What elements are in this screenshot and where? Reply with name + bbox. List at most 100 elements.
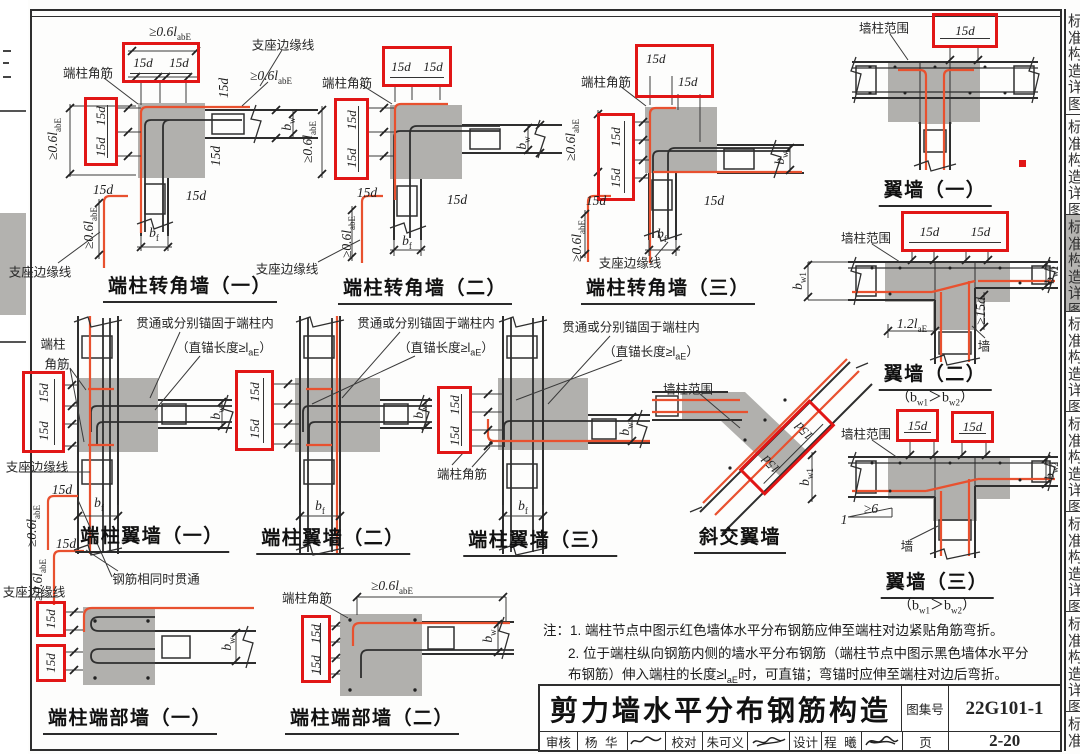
dim-15d: 15d bbox=[55, 536, 77, 551]
dim-15d: 15d bbox=[93, 106, 108, 126]
page-number-value: 2-20 bbox=[948, 731, 1060, 750]
highlight-box-15d: 15d 15d bbox=[901, 211, 1009, 252]
highlight-box-15d: 15d 15d bbox=[122, 42, 200, 83]
label-wall-col-range: 墙柱范围 bbox=[858, 21, 910, 36]
highlight-box-15d: 15d 15d bbox=[22, 371, 65, 453]
side-tab: 标准构造详图 bbox=[1066, 512, 1080, 612]
highlight-box-15d: 15d 15d bbox=[235, 370, 274, 451]
dim-bw: bw bbox=[772, 151, 790, 165]
highlight-box-15d: 15d bbox=[932, 13, 998, 48]
note-line-2: 2. 位于端柱纵向钢筋内侧的墙水平分布钢筋（端柱节点中图示黑色墙体水平分 bbox=[568, 646, 1029, 661]
scan-mark bbox=[3, 62, 9, 64]
dim-bw: bw bbox=[617, 422, 635, 436]
dim-15d: 15d bbox=[308, 623, 323, 644]
dim-15d: 15d bbox=[703, 193, 725, 208]
red-marker-dot bbox=[1019, 160, 1026, 167]
adjacent-page-block bbox=[0, 213, 26, 315]
divider-line bbox=[0, 341, 26, 343]
dim-ge06labe: ≥0.6labE bbox=[45, 117, 63, 161]
dim-15d: 15d bbox=[446, 192, 468, 207]
dim-15d: 15d bbox=[43, 653, 58, 673]
diagram-title-corner2: 端柱转角墙（二） bbox=[337, 273, 513, 305]
highlight-box-15d: 15d 15d bbox=[382, 46, 452, 87]
dim-15d: 15d bbox=[446, 425, 462, 446]
diagram-title-end1: 端柱端部墙（一） bbox=[42, 703, 218, 735]
dim-15d: 15d bbox=[35, 383, 51, 403]
dim-ge06labe: ≥0.6labE bbox=[249, 68, 293, 86]
dim-15d: 15d bbox=[391, 58, 411, 74]
label-corner-rebar: 端柱 bbox=[40, 337, 66, 352]
dim-bf: bf bbox=[315, 498, 325, 516]
dim-ge06labe: ≥0.6labE bbox=[30, 558, 48, 602]
dim-15d: 15d bbox=[608, 167, 623, 188]
designer-name: 程 曦 bbox=[820, 732, 861, 750]
reviewer-signature bbox=[626, 732, 665, 750]
dim-ge06labe: ≥0.6labE bbox=[81, 206, 99, 250]
dim-bf: bf bbox=[657, 226, 667, 244]
label-corner-rebar: 端柱角筋 bbox=[580, 75, 632, 90]
dim-ge06labe: ≥0.6labE bbox=[569, 219, 587, 263]
dim-bw: bw bbox=[514, 136, 532, 150]
note-line-3: 布钢筋）伸入端柱的长度≥laE时，可直锚；弯锚时应伸至端柱对边后弯折。 bbox=[568, 667, 1008, 685]
dim-bw: bw bbox=[411, 405, 429, 419]
side-tab: 标准构造详图 bbox=[1066, 412, 1080, 512]
diagram-title-oblique: 斜交翼墙 bbox=[693, 522, 787, 554]
label-support-edge: 支座边缘线 bbox=[2, 585, 66, 600]
highlight-box-15d: 15d 15d bbox=[597, 113, 635, 201]
label-support-edge: 支座边缘线 bbox=[255, 262, 319, 277]
diagram-title-corner1: 端柱转角墙（一） bbox=[102, 271, 278, 303]
subtitle-bw1-gt-bw2: （bw1＞bw2） bbox=[898, 598, 976, 616]
dim-15d: 15d bbox=[955, 22, 975, 38]
label-wall-col-range: 墙柱范围 bbox=[840, 427, 892, 442]
page-number-label: 页 bbox=[901, 732, 949, 750]
dim-ge06labe: ≥0.6labE bbox=[339, 215, 357, 259]
label-anchor-note: 贯通或分别锚固于端柱内 bbox=[136, 316, 274, 331]
dim-15d: 15d bbox=[246, 382, 262, 402]
side-tab: 标准构造详图 bbox=[1066, 115, 1080, 215]
label-anchor-note: （直锚长度≥laE） bbox=[603, 344, 699, 362]
title-block: 剪力墙水平分布钢筋构造 图集号 22G101-1 审核 杨 华 校对 朱可义 设… bbox=[538, 684, 1062, 752]
highlight-box-15d: 15d 15d bbox=[84, 97, 118, 166]
side-tab-label: 标准构造详图 bbox=[1066, 412, 1080, 511]
scan-mark bbox=[3, 76, 11, 78]
side-tab-label: 标准构造详图 bbox=[1066, 215, 1080, 311]
diagram-title-colwing3: 端柱翼墙（三） bbox=[463, 525, 617, 557]
dim-15d: 15d bbox=[356, 185, 378, 200]
dim-12lae: 1.2laE bbox=[896, 316, 928, 334]
dim-15d: 15d bbox=[92, 182, 114, 197]
diagram-title-wing2: 翼墙（二） bbox=[878, 359, 992, 391]
dim-slope-ge6: ≥6 bbox=[863, 501, 879, 516]
side-tab-column: 标准构造详图 标准构造详图 标准构造详图 标准构造详图 标准构造详图 标准构造详… bbox=[1064, 9, 1080, 751]
review-label: 审核 bbox=[545, 735, 571, 750]
dim-15d: 15d bbox=[646, 51, 666, 66]
label-support-edge: 支座边缘线 bbox=[5, 460, 69, 475]
dim-bw1: bw1 bbox=[797, 468, 815, 486]
label-wall-col-range: 墙柱范围 bbox=[840, 231, 892, 246]
dim-bf: bf bbox=[402, 233, 412, 251]
label-same-rebar: 钢筋相同时贯通 bbox=[112, 572, 200, 587]
highlight-box-15d: 15d bbox=[951, 411, 994, 443]
dim-15d: 15d bbox=[343, 148, 359, 168]
subtitle-bw1-gt-bw2: （bw1＞bw2） bbox=[896, 390, 974, 408]
dim-15d: 15d bbox=[585, 193, 607, 208]
side-tab-active: 标准构造详图 bbox=[1066, 215, 1080, 312]
label-corner-rebar: 端柱角筋 bbox=[62, 66, 114, 81]
label-support-edge: 支座边缘线 bbox=[598, 256, 662, 271]
side-tab-label: 标准构造详图 bbox=[1066, 9, 1080, 113]
label-wall: 墙 bbox=[977, 339, 991, 354]
dim-15d: 15d bbox=[308, 654, 323, 675]
divider-line bbox=[0, 110, 26, 112]
side-tab-label: 标准构造详图 bbox=[1066, 612, 1080, 711]
dim-15d: 15d bbox=[169, 54, 189, 70]
side-tab-label: 标准构造详图 bbox=[1068, 716, 1080, 748]
highlight-box-15d: 15d bbox=[896, 409, 939, 442]
diagram-title-wing3: 翼墙（三） bbox=[880, 567, 994, 599]
label-wall-col-range: 墙柱范围 bbox=[662, 382, 714, 397]
atlas-number-value: 22G101-1 bbox=[948, 686, 1060, 731]
dim-15d: 15d bbox=[907, 417, 928, 433]
side-tab-label: 标准构造详图 bbox=[1066, 115, 1080, 214]
dim-15d: 15d bbox=[93, 137, 108, 158]
diagram-title-colwing1: 端柱翼墙（一） bbox=[75, 521, 229, 553]
diagram-title-corner3: 端柱转角墙（三） bbox=[580, 273, 756, 305]
